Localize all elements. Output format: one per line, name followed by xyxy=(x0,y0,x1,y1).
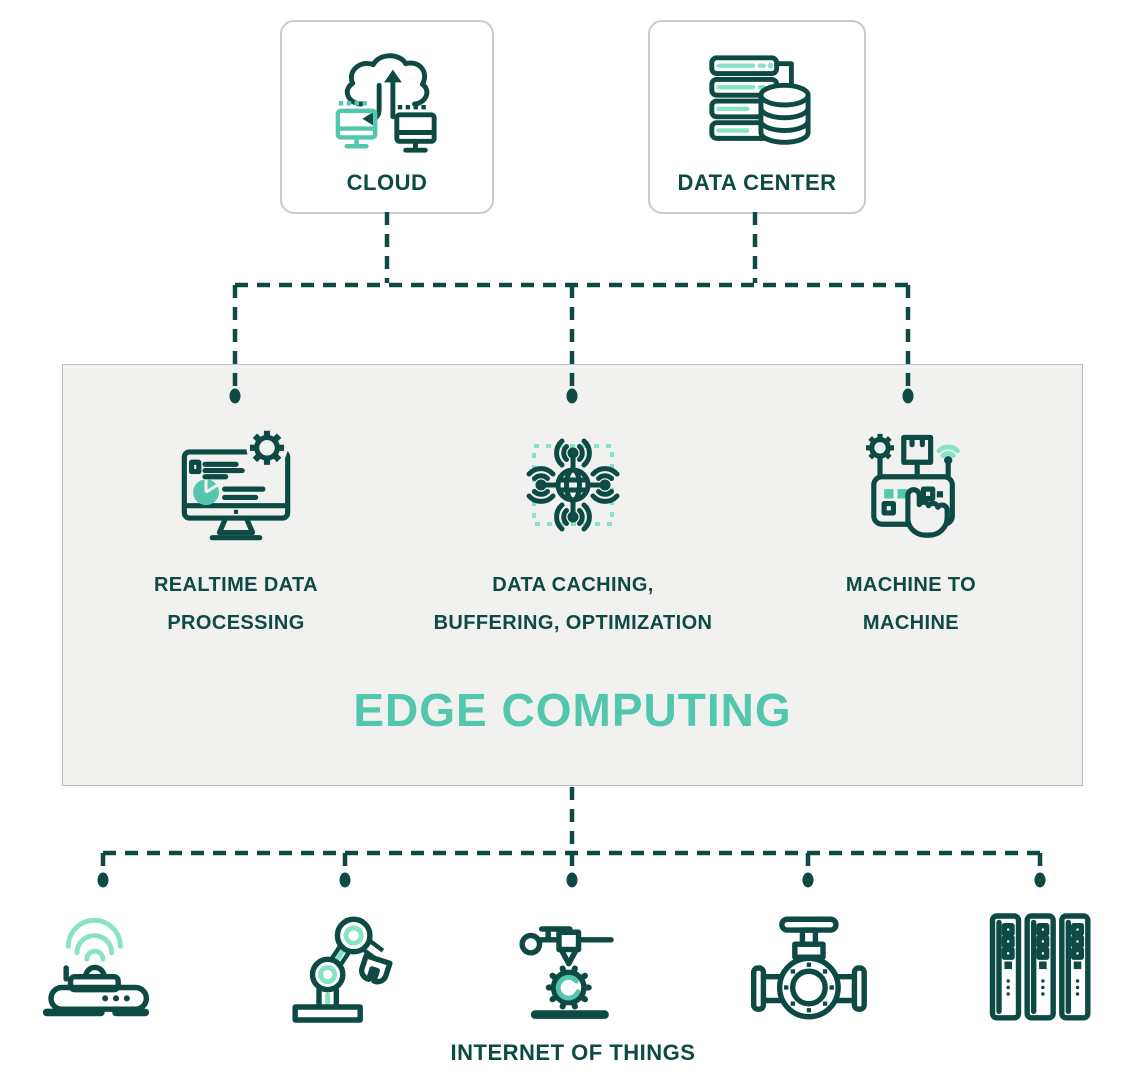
feature-realtime-data-processing: REALTIME DATA PROCESSING xyxy=(56,425,416,642)
server-rack-device xyxy=(973,903,1103,1033)
feature-label-line1: MACHINE TO xyxy=(845,574,977,596)
feature-machine-to-machine: MACHINE TO MACHINE xyxy=(731,425,1091,642)
server-rack-icon xyxy=(989,913,1103,1021)
machine-to-machine-icon xyxy=(866,433,960,538)
realtime-data-processing-icon xyxy=(181,427,291,541)
robot-arm-icon xyxy=(292,916,393,1023)
feature-label-line2: MACHINE xyxy=(862,612,960,634)
industrial-valve-icon xyxy=(750,916,867,1020)
feature-label: DATA CACHING, BUFFERING, OPTIMIZATION xyxy=(393,566,753,642)
feature-label-line1: REALTIME DATA xyxy=(153,574,319,596)
cloud-label: CLOUD xyxy=(346,170,428,195)
robot-arm-device xyxy=(280,903,410,1033)
data-center-icon xyxy=(709,55,811,145)
printer-3d-device xyxy=(507,903,637,1033)
feature-label-line2: PROCESSING xyxy=(167,612,305,634)
lower-connector-lines xyxy=(97,787,1046,888)
feature-label-line1: DATA CACHING, xyxy=(492,574,654,596)
edge-computing-panel: REALTIME DATA PROCESSING xyxy=(62,364,1083,786)
feature-label: MACHINE TO MACHINE xyxy=(731,566,1091,642)
edge-computing-title: EDGE COMPUTING xyxy=(353,684,792,736)
internet-of-things-label: INTERNET OF THINGS xyxy=(450,1040,696,1065)
data-center-node: DATA CENTER xyxy=(648,20,866,214)
printer-3d-icon xyxy=(519,926,614,1019)
feature-label: REALTIME DATA PROCESSING xyxy=(56,566,416,642)
iot-smart-device xyxy=(38,903,168,1033)
data-center-label: DATA CENTER xyxy=(677,170,837,195)
industrial-valve-device xyxy=(745,903,875,1033)
cloud-node: CLOUD xyxy=(280,20,494,214)
cloud-transfer-icon xyxy=(335,53,437,153)
iot-smart-device-icon xyxy=(42,917,150,1017)
feature-label-line2: BUFFERING, OPTIMIZATION xyxy=(433,612,713,634)
feature-data-caching: DATA CACHING, BUFFERING, OPTIMIZATION xyxy=(393,425,753,642)
data-caching-icon xyxy=(511,425,635,545)
